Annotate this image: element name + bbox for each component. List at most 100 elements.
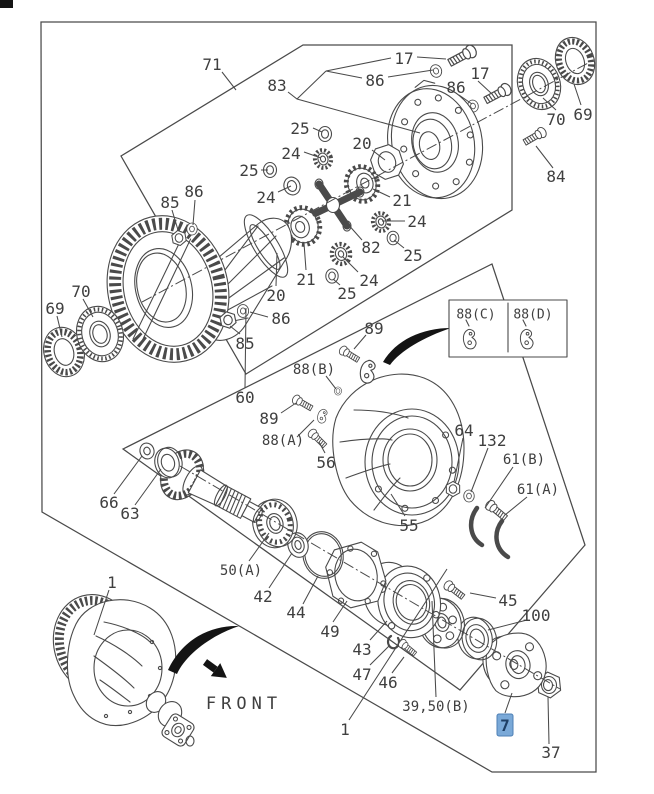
bearing-63 [154, 446, 183, 479]
part-label-55[interactable]: 55 [399, 516, 418, 535]
part-label-21-1[interactable]: 21 [392, 191, 411, 210]
part-label-66[interactable]: 66 [99, 493, 118, 512]
parts-layer [43, 36, 596, 747]
part-label-20-2[interactable]: 20 [266, 286, 285, 305]
part-label-42[interactable]: 42 [253, 587, 272, 606]
part-label-61a[interactable]: 61(A) [517, 482, 559, 498]
part-label-69-l[interactable]: 69 [45, 299, 64, 318]
washer-86-d [186, 222, 198, 236]
part-label-50a[interactable]: 50(A) [220, 563, 262, 579]
clip-88a [315, 407, 330, 425]
part-label-7[interactable]: 7 [500, 716, 510, 735]
part-label-24-3[interactable]: 24 [407, 212, 426, 231]
part-label-24-1[interactable]: 24 [281, 144, 300, 163]
carrier-housing-55 [332, 373, 465, 527]
hook-61b [468, 505, 485, 548]
part-label-71[interactable]: 71 [202, 55, 221, 74]
part-label-21-2[interactable]: 21 [296, 270, 315, 289]
part-label-86-2[interactable]: 86 [446, 78, 465, 97]
case-flange-83 [386, 79, 484, 200]
bolt-84 [521, 125, 549, 148]
pinion-washer-24-3 [370, 211, 392, 233]
part-label-88c[interactable]: 88(C) [456, 308, 495, 323]
part-label-86-1[interactable]: 86 [365, 71, 384, 90]
part-label-89-1[interactable]: 89 [364, 319, 383, 338]
front-direction-arrow [202, 659, 227, 678]
part-label-85-2[interactable]: 85 [160, 193, 179, 212]
part-label-24-4[interactable]: 24 [359, 271, 378, 290]
highlight-box-7[interactable] [496, 713, 514, 737]
part-label-17-1[interactable]: 17 [394, 49, 413, 68]
bottom-assembly-box [121, 263, 586, 691]
part-label-83[interactable]: 83 [267, 76, 286, 95]
part-label-56[interactable]: 56 [316, 453, 335, 472]
spacer-100 [457, 616, 498, 661]
part-label-39-50b[interactable]: 39,50(B) [402, 699, 469, 715]
part-label-1-btm[interactable]: 1 [340, 720, 350, 739]
part-label-89-2[interactable]: 89 [259, 409, 278, 428]
lock-washer-69-top [554, 36, 596, 86]
bolt-89-b [290, 393, 315, 413]
washer-24-2 [283, 176, 301, 196]
bolt-89-a [337, 344, 362, 365]
part-label-24-2[interactable]: 24 [256, 188, 275, 207]
companion-flange-7 [482, 632, 547, 698]
part-label-84[interactable]: 84 [546, 167, 565, 186]
part-label-70-l[interactable]: 70 [71, 282, 90, 301]
o-ring-44 [302, 531, 344, 579]
part-label-25-4[interactable]: 25 [337, 284, 356, 303]
part-label-25-2[interactable]: 25 [239, 161, 258, 180]
part-label-69-tr[interactable]: 69 [573, 105, 592, 124]
washer-86-c [236, 304, 250, 318]
ring-25-1 [317, 125, 333, 143]
part-label-61b[interactable]: 61(B) [503, 452, 545, 468]
thrust-washer-20-1 [370, 144, 404, 180]
snap-ring-47 [386, 634, 401, 650]
part-label-132[interactable]: 132 [478, 431, 507, 450]
diagram-border [40, 21, 597, 773]
washer-86-a [428, 62, 444, 80]
part-label-49[interactable]: 49 [320, 622, 339, 641]
axis-line-top [141, 61, 591, 303]
bolt-61a [483, 498, 510, 523]
ring-gear [106, 215, 230, 363]
callout-leaders [56, 56, 582, 745]
part-label-85-1[interactable]: 85 [235, 334, 254, 353]
nut-64 [445, 480, 461, 498]
part-label-1-left[interactable]: 1 [107, 573, 117, 592]
part-label-88d[interactable]: 88(D) [513, 308, 552, 323]
part-label-44[interactable]: 44 [286, 603, 305, 622]
part-label-63[interactable]: 63 [120, 504, 139, 523]
part-label-17-2[interactable]: 17 [470, 64, 489, 83]
washer-24-1 [312, 148, 334, 170]
part-label-88b[interactable]: 88(B) [293, 362, 335, 378]
bearing-70-left [76, 305, 124, 363]
ring-25-4 [325, 268, 339, 284]
legend-box-88cd [448, 299, 568, 358]
part-label-88a[interactable]: 88(A) [262, 433, 304, 449]
assembled-differential [52, 594, 195, 747]
part-label-45[interactable]: 45 [498, 591, 517, 610]
washer-132 [463, 489, 475, 503]
bolt-17-b [481, 81, 514, 107]
part-label-25-1[interactable]: 25 [290, 119, 309, 138]
part-label-86-3[interactable]: 86 [271, 309, 290, 328]
part-label-37[interactable]: 37 [541, 743, 560, 762]
part-label-100[interactable]: 100 [522, 606, 551, 625]
axis-line-bottom [179, 465, 561, 690]
part-label-70-tr[interactable]: 70 [546, 110, 565, 129]
part-label-64[interactable]: 64 [454, 421, 473, 440]
part-label-20-1[interactable]: 20 [352, 134, 371, 153]
part-label-47[interactable]: 47 [352, 665, 371, 684]
part-label-86-4[interactable]: 86 [184, 182, 203, 201]
part-label-46[interactable]: 46 [378, 673, 397, 692]
part-label-82[interactable]: 82 [361, 238, 380, 257]
part-label-43[interactable]: 43 [352, 640, 371, 659]
bolt-56 [306, 427, 329, 450]
front-label: FRONT [206, 694, 282, 714]
swoosh-arrow-legend [383, 328, 451, 365]
part-label-60[interactable]: 60 [235, 388, 254, 407]
part-label-25-3[interactable]: 25 [403, 246, 422, 265]
